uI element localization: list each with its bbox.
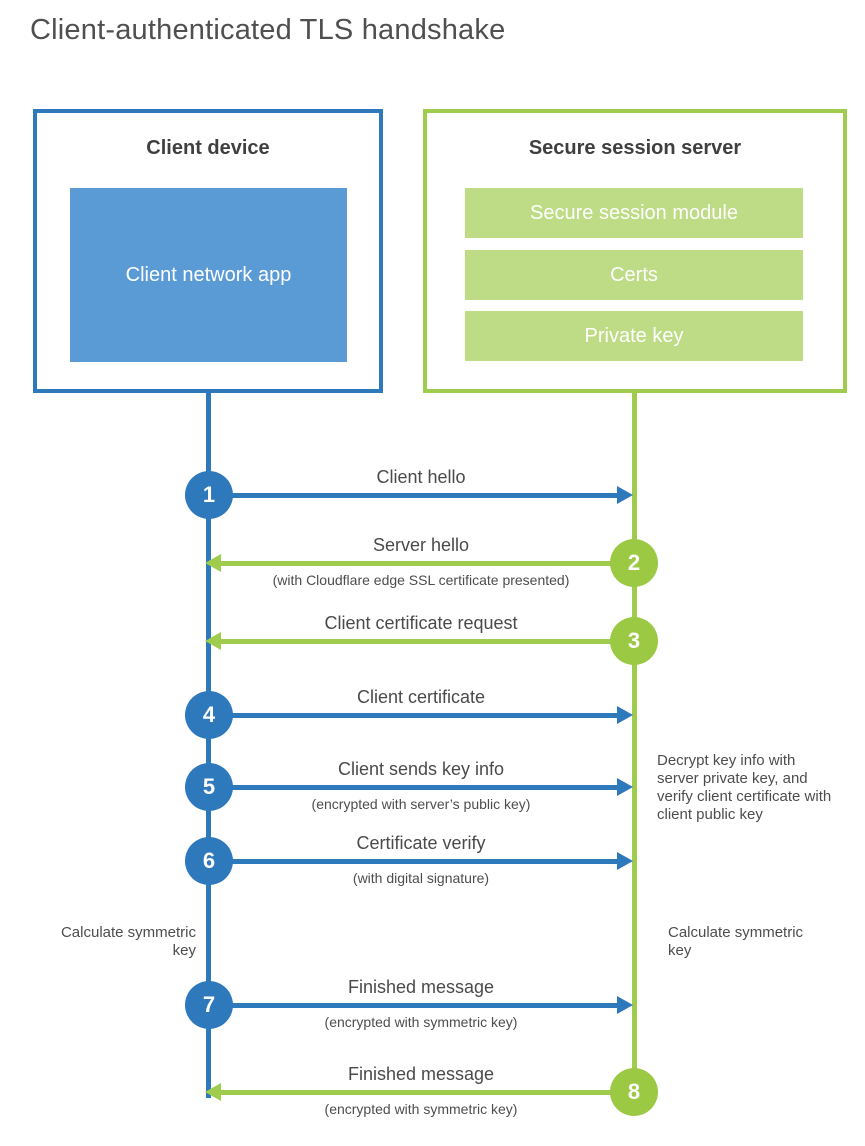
message-label: Finished message bbox=[347, 1064, 495, 1084]
step-circle: 3 bbox=[610, 617, 658, 665]
arrow-head-right-icon bbox=[617, 778, 633, 796]
step-circle: 7 bbox=[185, 981, 233, 1029]
server-module-bar: Secure session module bbox=[465, 188, 803, 238]
arrow-head-right-icon bbox=[617, 852, 633, 870]
step-circle: 1 bbox=[185, 471, 233, 519]
server-module-bar: Private key bbox=[465, 311, 803, 361]
message-sublabel: (encrypted with symmetric key) bbox=[324, 1101, 518, 1117]
message-label: Client sends key info bbox=[337, 759, 505, 779]
message-label: Client hello bbox=[376, 467, 466, 487]
client-network-app-box: Client network app bbox=[70, 188, 347, 362]
step-circle: 6 bbox=[185, 837, 233, 885]
arrow-head-left-icon bbox=[205, 632, 221, 650]
client-device-title: Client device bbox=[146, 137, 270, 159]
server-decrypt-note: Decrypt key info with server private key… bbox=[657, 752, 832, 823]
server-lifeline bbox=[632, 393, 637, 1092]
message-sublabel: (encrypted with symmetric key) bbox=[324, 1014, 518, 1030]
arrow-right bbox=[230, 859, 620, 864]
message-label: Certificate verify bbox=[356, 833, 486, 853]
secure-session-server-title: Secure session server bbox=[528, 137, 742, 159]
message-label: Finished message bbox=[347, 977, 495, 997]
arrow-head-right-icon bbox=[617, 706, 633, 724]
arrow-left bbox=[221, 561, 611, 566]
arrow-right bbox=[230, 713, 620, 718]
message-label: Client certificate request bbox=[324, 613, 518, 633]
message-label: Client certificate bbox=[356, 687, 486, 707]
arrow-head-right-icon bbox=[617, 996, 633, 1014]
message-label: Server hello bbox=[372, 535, 470, 555]
arrow-left bbox=[221, 639, 611, 644]
client-network-app-label: Client network app bbox=[125, 263, 292, 286]
server-module-bar: Certs bbox=[465, 250, 803, 300]
step-circle: 4 bbox=[185, 691, 233, 739]
arrow-right bbox=[230, 1003, 620, 1008]
arrow-left bbox=[221, 1090, 611, 1095]
client-lifeline bbox=[206, 393, 211, 1098]
step-circle: 2 bbox=[610, 539, 658, 587]
step-circle: 5 bbox=[185, 763, 233, 811]
arrow-right bbox=[230, 785, 620, 790]
arrow-right bbox=[230, 493, 620, 498]
arrow-head-left-icon bbox=[205, 554, 221, 572]
server-calculate-note: Calculate symmetric key bbox=[668, 924, 804, 959]
client-calculate-note: Calculate symmetric key bbox=[60, 924, 196, 959]
message-sublabel: (with digital signature) bbox=[352, 870, 490, 886]
arrow-head-left-icon bbox=[205, 1083, 221, 1101]
arrow-head-right-icon bbox=[617, 486, 633, 504]
page-title: Client-authenticated TLS handshake bbox=[30, 14, 506, 46]
message-sublabel: (with Cloudflare edge SSL certificate pr… bbox=[272, 572, 570, 588]
step-circle: 8 bbox=[610, 1068, 658, 1116]
message-sublabel: (encrypted with server’s public key) bbox=[311, 796, 531, 812]
